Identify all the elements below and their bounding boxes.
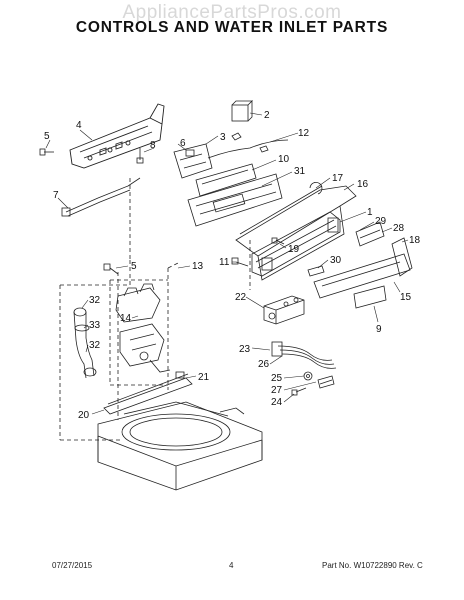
display-board-31 bbox=[187, 173, 283, 227]
clip-25 bbox=[303, 371, 313, 381]
callout-23: 23 bbox=[239, 344, 251, 355]
callout-19: 19 bbox=[288, 244, 300, 255]
washer-top-panel bbox=[97, 401, 263, 491]
end-cap-28 bbox=[355, 221, 385, 247]
knob-30 bbox=[307, 265, 325, 277]
callout-labels: 4 5 7 2 3 6 8 12 10 31 17 16 1 29 28 18 … bbox=[44, 110, 421, 421]
footer-date: 07/27/2015 bbox=[52, 561, 93, 570]
callout-15: 15 bbox=[400, 292, 412, 303]
callout-32-top: 32 bbox=[89, 295, 101, 306]
callout-14: 14 bbox=[120, 313, 132, 324]
callout-28: 28 bbox=[393, 223, 405, 234]
callout-20: 20 bbox=[78, 410, 90, 421]
callout-13: 13 bbox=[192, 261, 204, 272]
cable-12 bbox=[207, 132, 289, 159]
callout-29: 29 bbox=[375, 216, 387, 227]
lid-switch-rod-21 bbox=[103, 371, 193, 415]
callout-33: 33 bbox=[89, 320, 101, 331]
connector-27 bbox=[317, 375, 335, 389]
callout-30: 30 bbox=[330, 255, 342, 266]
screw-5-top bbox=[39, 148, 54, 156]
footer-page-number: 4 bbox=[229, 561, 234, 570]
callout-5-mid: 5 bbox=[131, 261, 137, 272]
screw-24 bbox=[291, 387, 307, 396]
callout-6: 6 bbox=[180, 138, 186, 149]
console-frame-1 bbox=[251, 211, 341, 277]
screw-5-mid bbox=[103, 263, 119, 275]
wire-harness-7 bbox=[61, 177, 141, 217]
lid-switch-2 bbox=[231, 100, 253, 122]
callout-18: 18 bbox=[409, 235, 421, 246]
callout-1: 1 bbox=[367, 207, 373, 218]
callout-22: 22 bbox=[235, 292, 247, 303]
page-title: CONTROLS AND WATER INLET PARTS bbox=[75, 19, 389, 36]
screw-8 bbox=[136, 148, 144, 164]
lens-9 bbox=[353, 285, 387, 309]
callout-2: 2 bbox=[264, 110, 270, 121]
screw-19 bbox=[271, 237, 285, 245]
callout-26: 26 bbox=[258, 359, 270, 370]
backsplash-bracket bbox=[69, 103, 165, 169]
footer-part-number: Part No. W10722890 Rev. C bbox=[322, 561, 423, 570]
callout-24: 24 bbox=[271, 397, 283, 408]
callout-27: 27 bbox=[271, 385, 283, 396]
callout-4: 4 bbox=[76, 120, 82, 131]
callout-10: 10 bbox=[278, 154, 290, 165]
callout-21: 21 bbox=[198, 372, 210, 383]
callout-12: 12 bbox=[298, 128, 310, 139]
callout-5-top: 5 bbox=[44, 131, 50, 142]
water-valve-22 bbox=[263, 295, 305, 325]
callout-17: 17 bbox=[332, 173, 344, 184]
console-panel-16 bbox=[235, 182, 357, 281]
fill-hose-33 bbox=[73, 307, 97, 379]
leader-lines bbox=[45, 112, 409, 415]
callout-16: 16 bbox=[357, 179, 369, 190]
inlet-valve-14 bbox=[115, 283, 171, 373]
watermark: AppliancePartsPros.com bbox=[122, 2, 342, 23]
callout-8: 8 bbox=[150, 140, 156, 151]
callout-7: 7 bbox=[53, 190, 59, 201]
wire-harness-26 bbox=[271, 341, 337, 369]
callout-11: 11 bbox=[219, 257, 230, 268]
control-module-3 bbox=[173, 143, 213, 179]
callout-9: 9 bbox=[376, 324, 382, 335]
overlay-15 bbox=[313, 253, 411, 299]
callout-3: 3 bbox=[220, 132, 226, 143]
callout-32-bottom: 32 bbox=[89, 340, 101, 351]
callout-31: 31 bbox=[294, 166, 306, 177]
callout-25: 25 bbox=[271, 373, 283, 384]
screw-11 bbox=[231, 257, 249, 267]
console-bracket-10 bbox=[195, 163, 257, 197]
end-cap-18 bbox=[391, 237, 413, 277]
